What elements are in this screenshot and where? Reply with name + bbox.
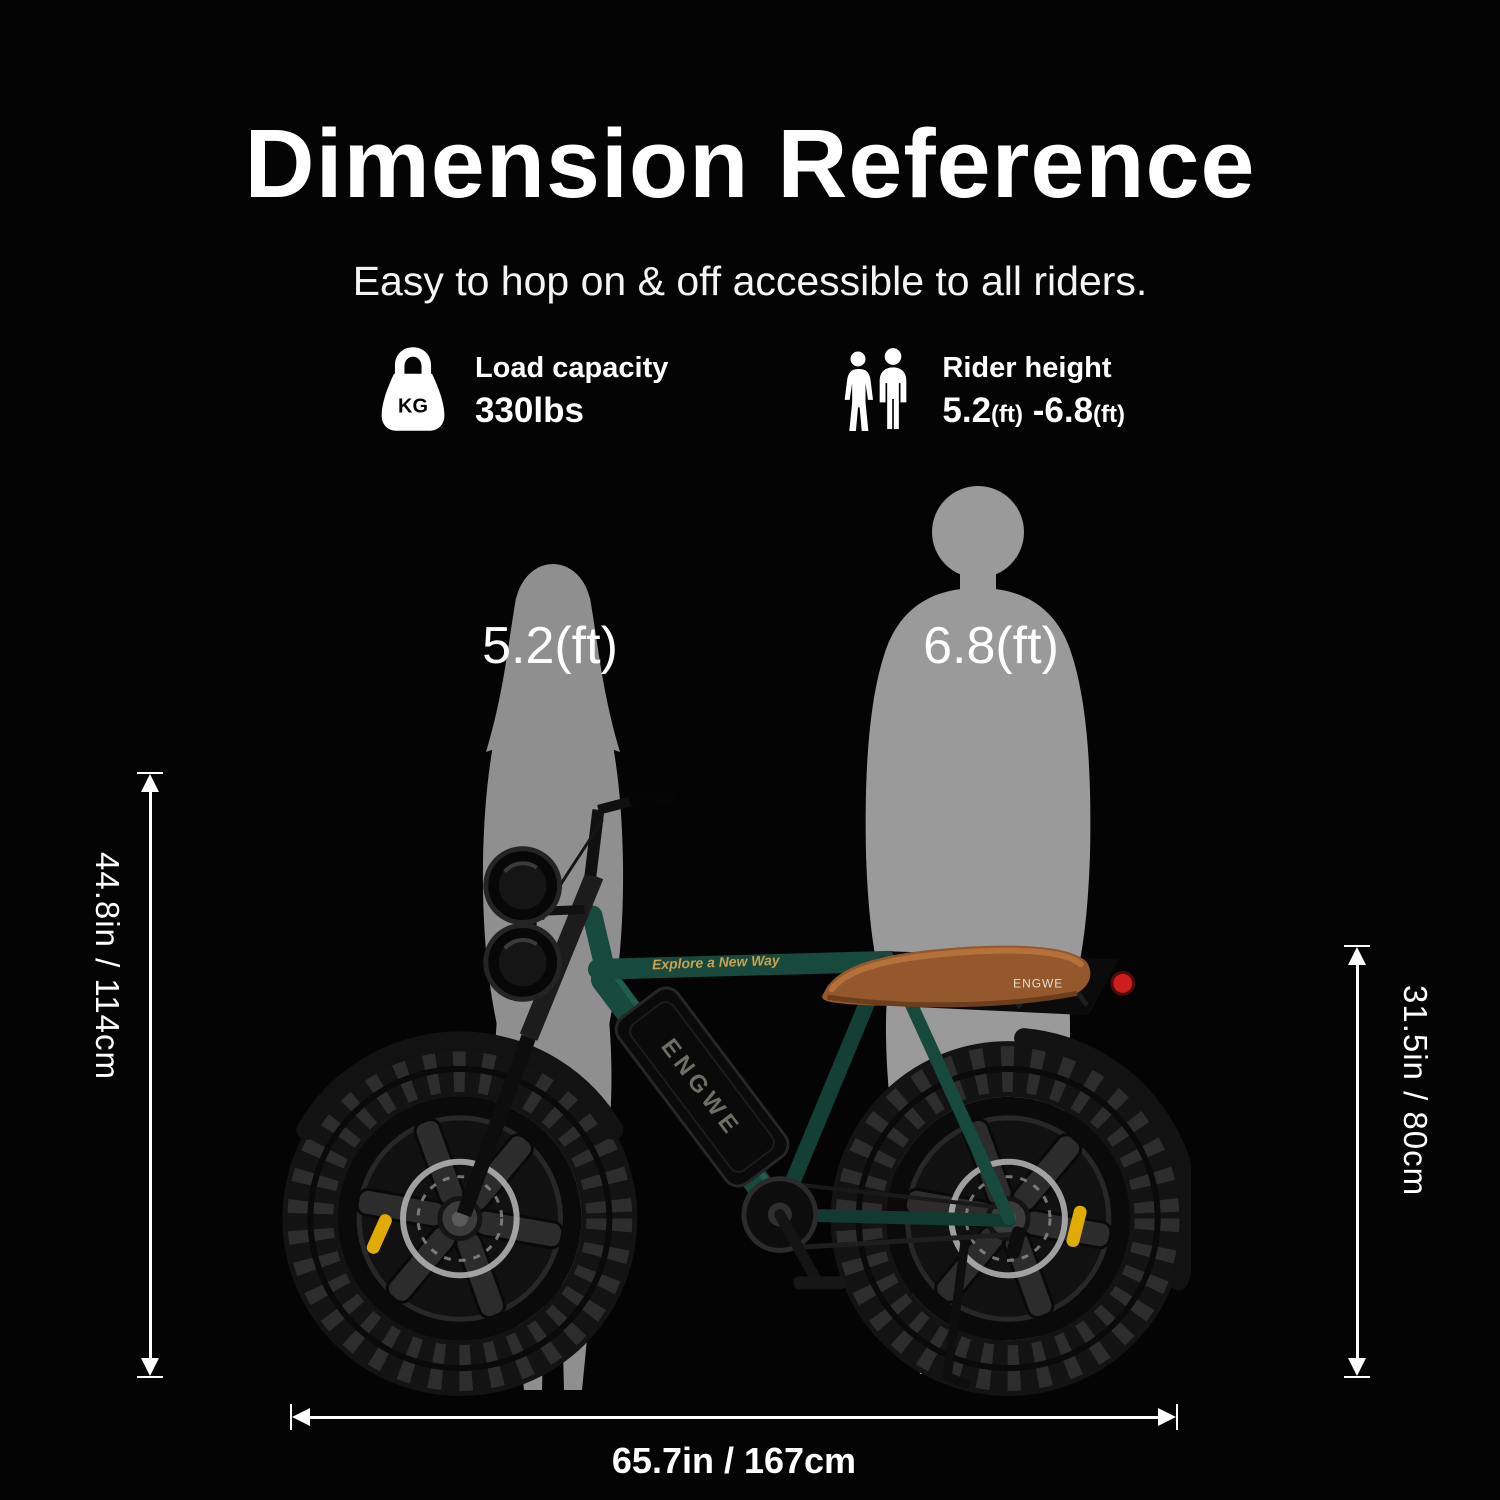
- weight-kg-icon: KG: [375, 345, 451, 438]
- overall-height-label: 44.8in / 114cm: [89, 852, 126, 1081]
- frame-decal-text: Explore a New Way: [652, 952, 781, 972]
- arrow-up-icon: [1348, 947, 1366, 965]
- rear-wheel: [859, 1069, 1158, 1368]
- dimension-line: [1355, 959, 1359, 1364]
- arrow-right-icon: [1158, 1408, 1176, 1426]
- dimension-overall-height-arrow: [135, 772, 165, 1378]
- dimension-cap: [137, 1376, 163, 1378]
- arrow-down-icon: [1348, 1358, 1366, 1376]
- pedal: [793, 1276, 846, 1290]
- bike-illustration: Explore a New Way ENGWE: [273, 790, 1191, 1396]
- front-wheel: [310, 1069, 609, 1368]
- dimension-cap: [137, 772, 163, 774]
- battery: ENGWE: [614, 986, 790, 1188]
- kg-icon-text: KG: [398, 396, 428, 418]
- rider-height-min-unit: (ft): [991, 401, 1023, 428]
- front-reflector: [366, 1214, 392, 1254]
- dimension-cap: [290, 1404, 292, 1430]
- seat: ENGWE: [822, 945, 1091, 1008]
- arrow-up-icon: [141, 774, 159, 792]
- rider-height-max-unit: (ft): [1093, 401, 1126, 428]
- dimension-seat-height-arrow: [1342, 945, 1372, 1378]
- rear-reflector: [1066, 1205, 1087, 1247]
- rider-height-label: Rider height: [942, 352, 1112, 384]
- dimension-line: [148, 786, 152, 1364]
- load-capacity-label: Load capacity: [474, 352, 669, 384]
- rider-height-value: 5.2(ft) -6.8(ft): [942, 391, 1125, 431]
- spec-load-capacity: KG Load capacity 330lbs: [375, 345, 668, 438]
- chain: [779, 1180, 1026, 1259]
- riders-icon: [838, 347, 918, 436]
- spec-rider-height: Rider height 5.2(ft) -6.8(ft): [838, 345, 1125, 438]
- spec-row: KG Load capacity 330lbs Rider height: [0, 345, 1500, 438]
- headlights: [483, 846, 585, 1002]
- page-title: Dimension Reference: [244, 109, 1256, 218]
- load-capacity-value: 330lbs: [474, 391, 584, 430]
- rider-height-sep: -: [1023, 391, 1045, 430]
- rider-height-max: 6.8: [1044, 391, 1094, 430]
- dimension-cap: [1344, 1376, 1370, 1378]
- taillight: [1110, 970, 1136, 996]
- male-height-label: 6.8(ft): [923, 617, 1059, 675]
- arrow-left-icon: [292, 1408, 310, 1426]
- rider-height-min: 5.2: [942, 391, 992, 430]
- arrow-down-icon: [141, 1358, 159, 1376]
- dimension-overall-length-arrow: [290, 1402, 1178, 1432]
- page-subtitle: Easy to hop on & off accessible to all r…: [352, 258, 1148, 304]
- seat-height-label: 31.5in / 80cm: [1397, 985, 1434, 1197]
- rear-fender: [1014, 1028, 1191, 1291]
- dimension-line: [304, 1415, 1164, 1419]
- female-height-label: 5.2(ft): [482, 617, 618, 675]
- crank: [741, 1176, 846, 1290]
- seat-brand-text: ENGWE: [1013, 976, 1063, 990]
- overall-length-label: 65.7in / 167cm: [611, 1440, 857, 1481]
- kickstand: [942, 1230, 971, 1389]
- front-fender: [296, 1031, 624, 1140]
- dimension-cap: [1344, 945, 1370, 947]
- dimension-cap: [1176, 1404, 1178, 1430]
